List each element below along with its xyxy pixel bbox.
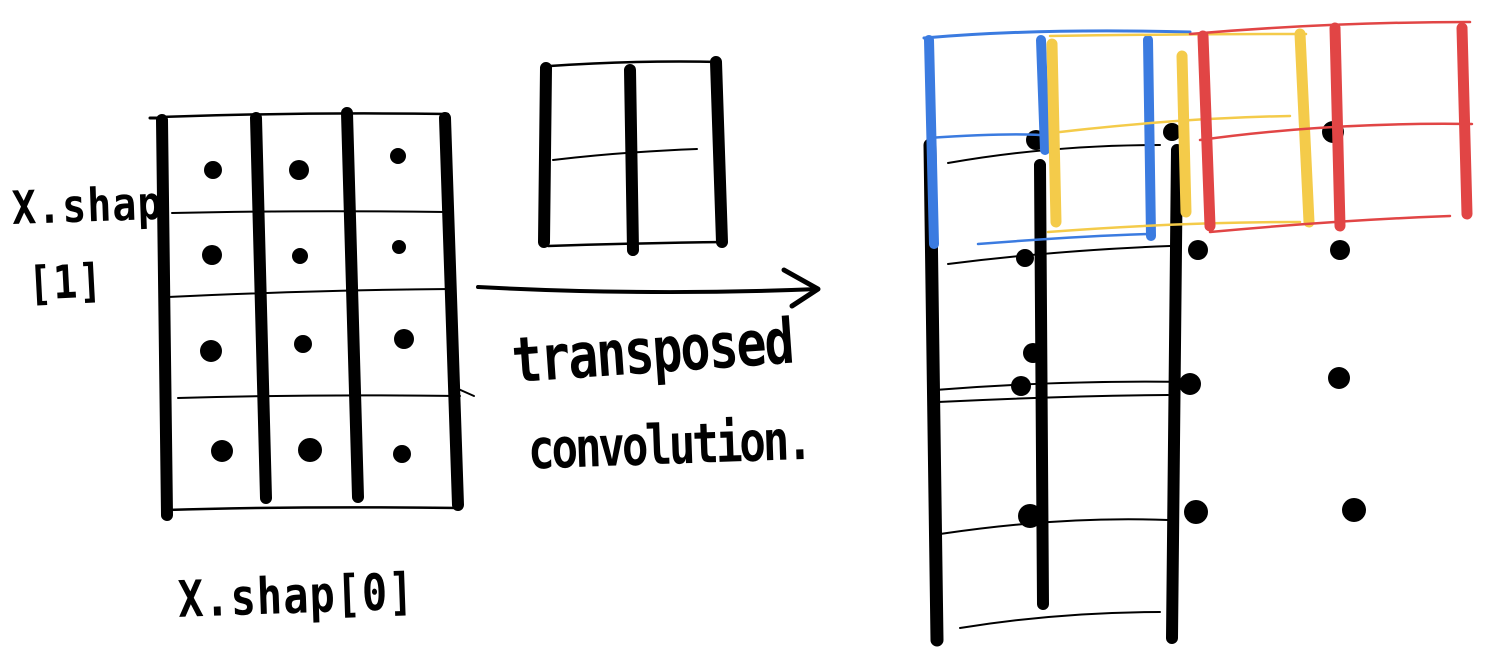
input-shape1-index-label: [1] [26, 254, 105, 312]
yellow-window-bar [1046, 38, 1062, 228]
blue-window-bar [924, 35, 939, 249]
output-dot [1330, 240, 1350, 260]
blue-window-bottom [976, 232, 1150, 246]
output-row-line [934, 380, 1191, 391]
input-grid-column-bar [156, 114, 173, 521]
blue-window-bar [1143, 35, 1156, 241]
output-bottom-border [959, 611, 1161, 629]
kernel-column-bar [710, 56, 728, 248]
input-grid-column-bar [341, 107, 364, 503]
input-dot [292, 248, 308, 264]
yellow-window-bar [1176, 50, 1192, 218]
blue-window-top [922, 29, 1192, 40]
red-kernel-window [1188, 20, 1474, 234]
output-column-bar [1166, 144, 1183, 644]
input-dot [200, 340, 222, 362]
red-window-bottom [1208, 214, 1452, 234]
output-dot [1016, 249, 1034, 267]
input-grid-column-bar [250, 112, 272, 504]
arrow-icon [476, 267, 821, 309]
input-dot [294, 335, 312, 353]
yellow-window-bottom [1046, 220, 1302, 234]
kernel-column-bar [538, 62, 552, 248]
output-dot [1018, 504, 1042, 528]
input-dot [298, 438, 322, 462]
input-dot [211, 440, 233, 462]
kernel-middle-line [552, 148, 698, 161]
output-row-line [947, 245, 1171, 265]
output-dot [1342, 498, 1366, 522]
blue-kernel-window [922, 29, 1192, 249]
output-row-line [937, 394, 1169, 403]
input-grid-bottom-border [164, 506, 462, 512]
input-dot [289, 160, 309, 180]
red-window-bar [1329, 22, 1346, 232]
output-dot [1179, 373, 1201, 395]
kernel-grid [538, 56, 728, 256]
input-dot [394, 329, 414, 349]
output-row-line [939, 518, 1169, 535]
output-dot [1188, 240, 1208, 260]
input-grid-tick [455, 387, 475, 397]
input-dot [393, 445, 411, 463]
output-dot [1011, 376, 1031, 396]
red-window-bar [1197, 30, 1216, 232]
output-column-bar [1034, 159, 1049, 610]
kernel-column-bar [624, 64, 639, 256]
input-dot [390, 148, 406, 164]
input-grid-top-border [158, 112, 450, 119]
yellow-window-middle [1058, 114, 1292, 134]
input-dot [204, 161, 222, 179]
blue-window-bar [1036, 35, 1050, 155]
output-dot [1023, 343, 1043, 363]
output-dot [1328, 367, 1350, 389]
input-grid-row-line [177, 394, 461, 399]
input-dot [202, 245, 222, 265]
output-dot [1184, 500, 1208, 524]
red-window-top [1188, 20, 1472, 36]
output-dot [1163, 123, 1181, 141]
input-shape0-label: X.shap[0] [176, 561, 416, 629]
red-window-bar [1456, 22, 1473, 220]
kernel-top-border [548, 60, 722, 68]
input-dot [392, 240, 406, 254]
yellow-window-top [1048, 32, 1308, 38]
input-grid-column-bar [439, 112, 464, 511]
input-grid-row-line [171, 210, 447, 214]
input-shape1-label: X.shap [11, 177, 164, 236]
arrow-head [781, 267, 821, 309]
arrow-shaft [476, 285, 820, 295]
operation-label-line2: convolution. [526, 408, 811, 483]
input-grid-dots [200, 148, 414, 463]
input-grid-row-line [167, 288, 451, 298]
input-grid [148, 107, 475, 521]
